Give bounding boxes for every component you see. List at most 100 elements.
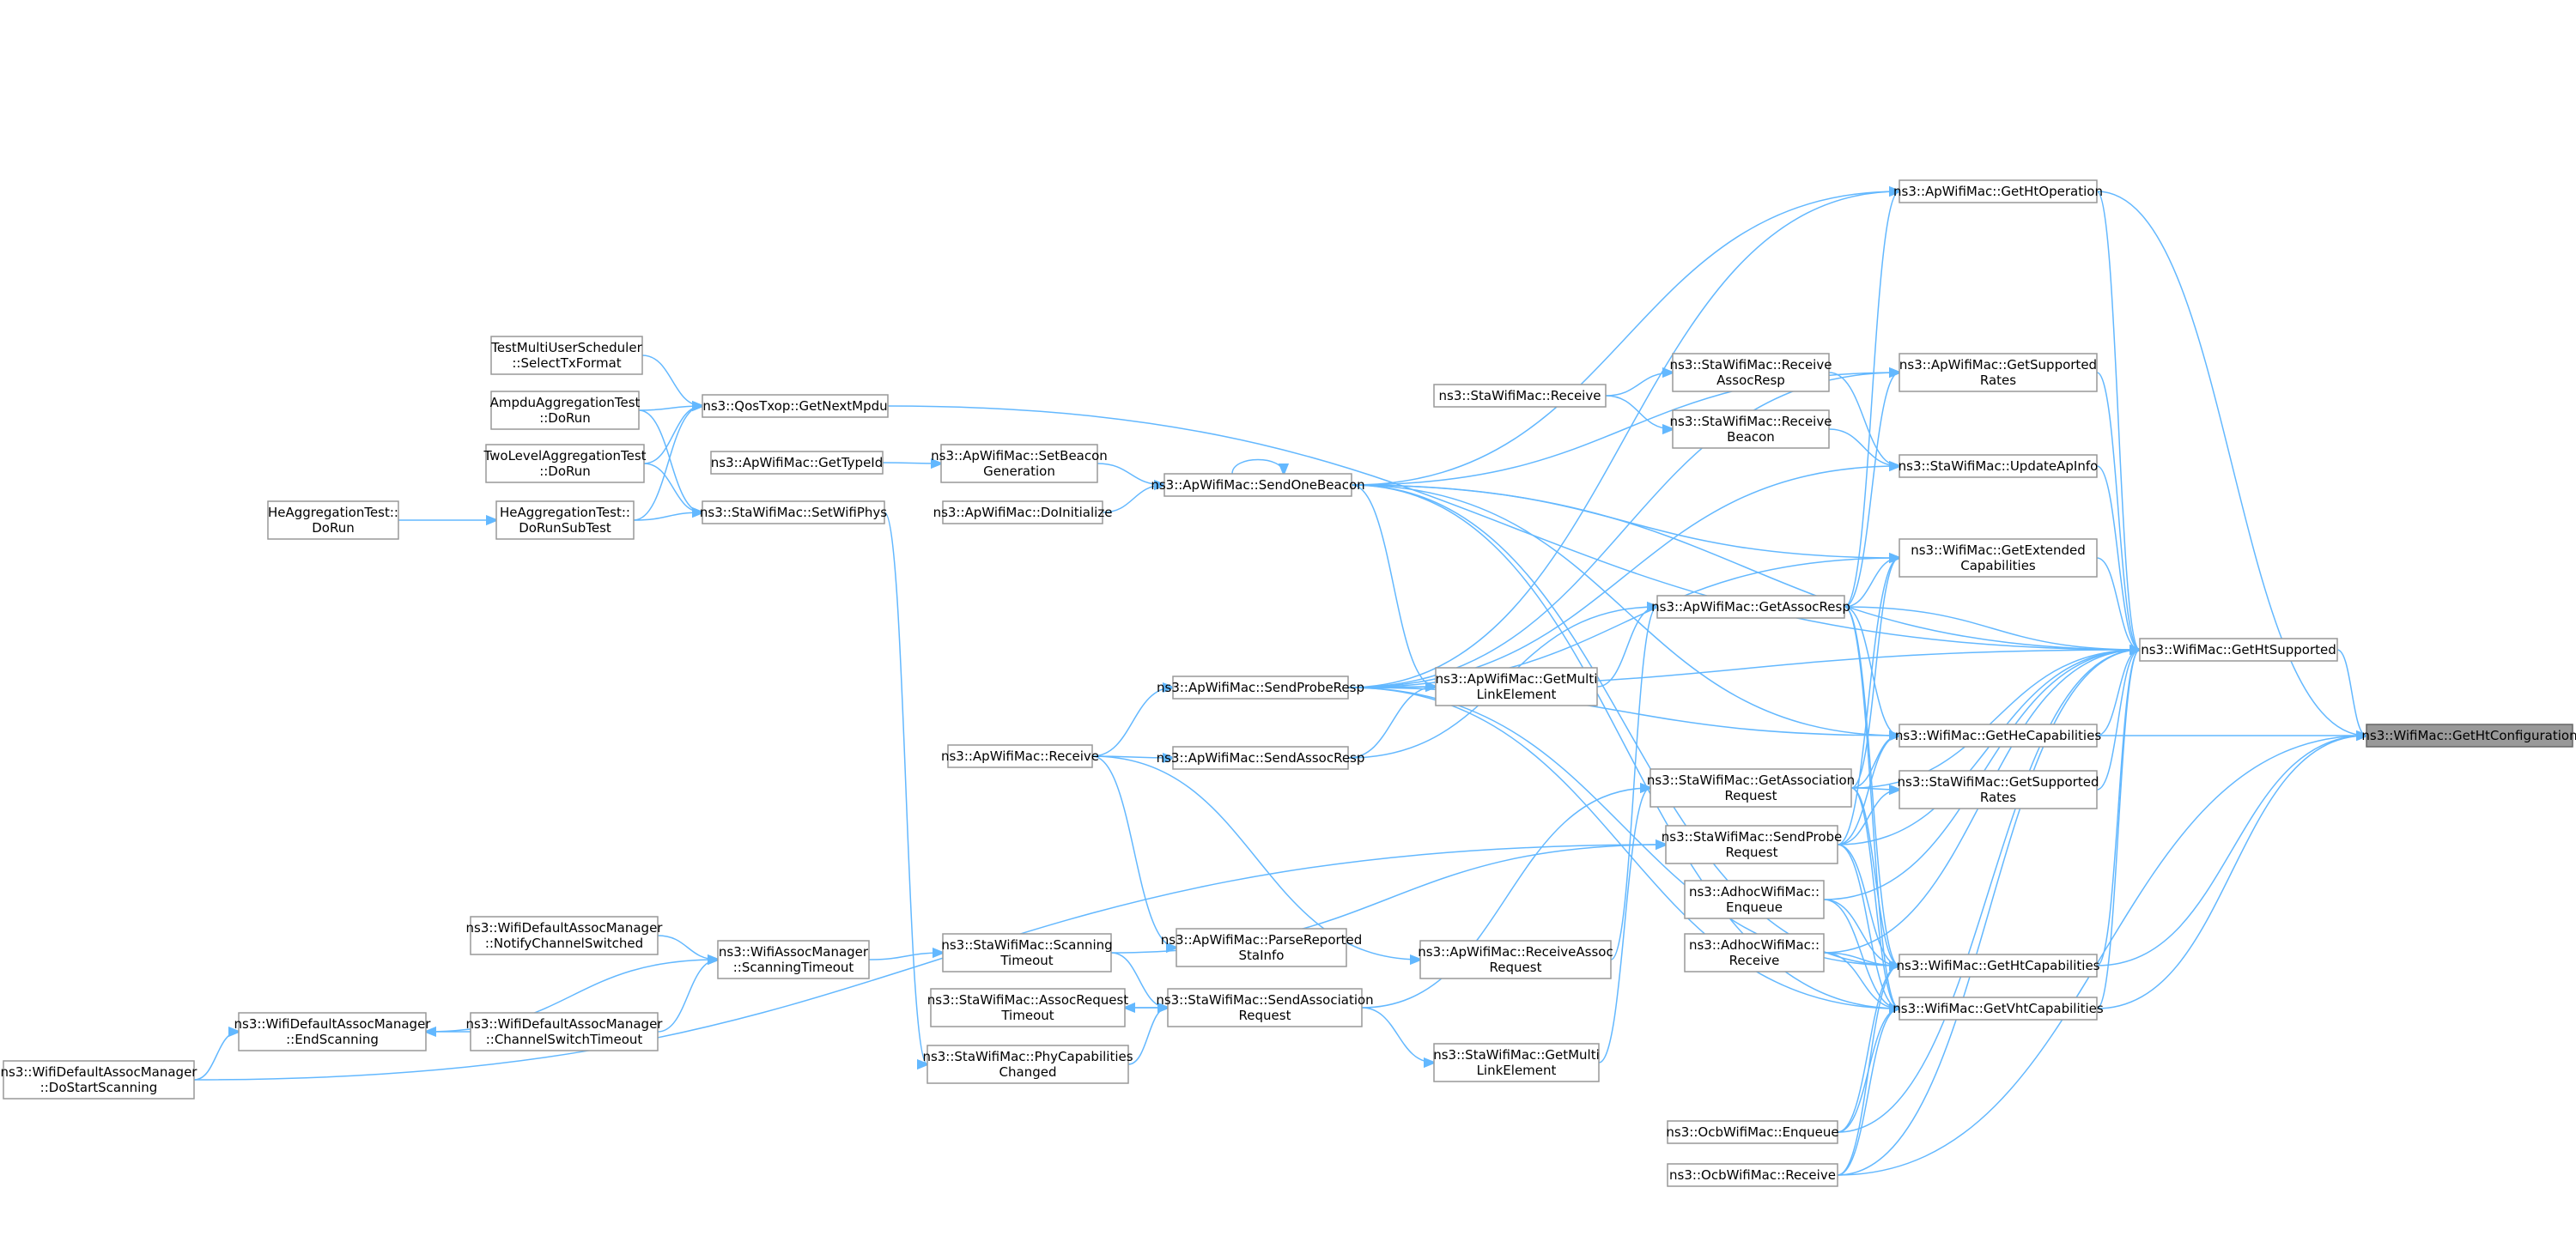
node-send-assoc-resp[interactable]: ns3::ApWifiMac::SendAssocResp: [1157, 746, 1365, 770]
node-get-ht-supported[interactable]: ns3::WifiMac::GetHtSupported: [2139, 638, 2338, 662]
node-box[interactable]: [930, 988, 1126, 1027]
node-box[interactable]: [1163, 473, 1352, 497]
node-box[interactable]: [1649, 768, 1852, 808]
node-assoc-mgr-scanning-timeout[interactable]: ns3::WifiAssocManager::ScanningTimeout: [717, 940, 870, 979]
node-end-scanning[interactable]: ns3::WifiDefaultAssocManager::EndScannin…: [234, 1012, 432, 1051]
node-box[interactable]: [1667, 1120, 1838, 1144]
node-box[interactable]: [490, 336, 643, 375]
node-do-initialize[interactable]: ns3::ApWifiMac::DoInitialize: [933, 500, 1113, 524]
node-box[interactable]: [1419, 940, 1612, 979]
node-ap-receive[interactable]: ns3::ApWifiMac::Receive: [941, 744, 1099, 768]
node-box[interactable]: [1899, 353, 2098, 392]
edge-get-assoc-resp-to-get-ht-operation: [1844, 191, 1899, 608]
node-box[interactable]: [1899, 724, 2098, 748]
node-box[interactable]: [1435, 667, 1598, 706]
node-box[interactable]: [1167, 988, 1363, 1027]
node-box[interactable]: [702, 394, 889, 418]
node-box[interactable]: [3, 1060, 195, 1100]
node-box[interactable]: [1433, 384, 1607, 408]
node-box[interactable]: [1665, 825, 1838, 864]
node-box[interactable]: [1672, 409, 1830, 449]
node-box[interactable]: [1684, 880, 1825, 919]
node-box[interactable]: [490, 391, 640, 430]
node-box[interactable]: [1172, 676, 1349, 700]
node-box[interactable]: [927, 1045, 1129, 1084]
node-update-ap-info[interactable]: ns3::StaWifiMac::UpdateApInfo: [1899, 454, 2099, 478]
node-box[interactable]: [485, 444, 645, 483]
node-box[interactable]: [470, 1012, 659, 1051]
node-select-tx-format[interactable]: TestMultiUserScheduler::SelectTxFormat: [490, 336, 643, 375]
node-channel-switch-timeout[interactable]: ns3::WifiDefaultAssocManager::ChannelSwi…: [466, 1012, 664, 1051]
node-box[interactable]: [1684, 933, 1825, 972]
node-box[interactable]: [470, 916, 659, 955]
node-box[interactable]: [495, 500, 635, 540]
node-he-do-run-sub-test[interactable]: HeAggregationTest::DoRunSubTest: [495, 500, 635, 540]
node-adhoc-receive[interactable]: ns3::AdhocWifiMac::Receive: [1684, 933, 1825, 972]
node-get-type-id[interactable]: ns3::ApWifiMac::GetTypeId: [710, 451, 884, 475]
node-box[interactable]: [702, 500, 885, 524]
node-box[interactable]: [940, 444, 1098, 483]
node-box[interactable]: [1899, 454, 2098, 478]
node-box[interactable]: [1172, 746, 1349, 770]
node-get-he-capabilities[interactable]: ns3::WifiMac::GetHeCapabilities: [1895, 724, 2102, 748]
node-box[interactable]: [1899, 538, 2098, 578]
node-notify-channel-switched[interactable]: ns3::WifiDefaultAssocManager::NotifyChan…: [466, 916, 664, 955]
node-get-ht-operation[interactable]: ns3::ApWifiMac::GetHtOperation: [1893, 179, 2103, 203]
node-send-probe-resp[interactable]: ns3::ApWifiMac::SendProbeResp: [1157, 676, 1364, 700]
node-box[interactable]: [1672, 353, 1830, 392]
node-send-one-beacon[interactable]: ns3::ApWifiMac::SendOneBeacon: [1151, 473, 1365, 497]
node-box[interactable]: [267, 500, 399, 540]
node-ocb-enqueue[interactable]: ns3::OcbWifiMac::Enqueue: [1666, 1120, 1839, 1144]
node-box[interactable]: [710, 451, 884, 475]
node-ocb-receive[interactable]: ns3::OcbWifiMac::Receive: [1667, 1163, 1838, 1187]
node-box[interactable]: [1176, 928, 1347, 967]
node-box[interactable]: [717, 940, 870, 979]
node-box[interactable]: [947, 744, 1093, 768]
node-he-do-run[interactable]: HeAggregationTest::DoRun: [267, 500, 399, 540]
node-box[interactable]: [1656, 595, 1845, 619]
node-scanning-timeout[interactable]: ns3::StaWifiMac::ScanningTimeout: [941, 933, 1113, 972]
node-adhoc-enqueue[interactable]: ns3::AdhocWifiMac::Enqueue: [1684, 880, 1825, 919]
node-do-start-scanning[interactable]: ns3::WifiDefaultAssocManager::DoStartSca…: [1, 1060, 198, 1100]
node-get-next-mpdu[interactable]: ns3::QosTxop::GetNextMpdu: [702, 394, 889, 418]
node-box[interactable]: [1433, 1043, 1600, 1082]
node-label: ns3::StaWifiMac::Receive: [1439, 388, 1601, 403]
node-box[interactable]: [942, 500, 1103, 524]
edge-send-probe-resp-to-get-ht-operation: [1347, 191, 1899, 688]
node-sta-receive[interactable]: ns3::StaWifiMac::Receive: [1433, 384, 1607, 408]
node-label: Receive: [1729, 953, 1780, 968]
node-set-wifi-phys[interactable]: ns3::StaWifiMac::SetWifiPhys: [700, 500, 887, 524]
node-box[interactable]: [1899, 770, 2098, 809]
edge-ocb-enqueue-to-get-vht-capabilities: [1837, 1009, 1899, 1133]
node-box[interactable]: [238, 1012, 427, 1051]
node-box[interactable]: [1899, 179, 2098, 203]
node-get-ht-configuration[interactable]: ns3::WifiMac::GetHtConfiguration: [2361, 724, 2576, 748]
node-box[interactable]: [2139, 638, 2338, 662]
node-ampdu-do-run[interactable]: AmpduAggregationTest::DoRun: [490, 391, 641, 430]
node-get-assoc-resp[interactable]: ns3::ApWifiMac::GetAssocResp: [1651, 595, 1850, 619]
node-box[interactable]: [2366, 724, 2573, 748]
node-get-ht-capabilities[interactable]: ns3::WifiMac::GetHtCapabilities: [1897, 954, 2100, 978]
node-get-vht-capabilities[interactable]: ns3::WifiMac::GetVhtCapabilities: [1893, 997, 2104, 1021]
node-two-level-do-run[interactable]: TwoLevelAggregationTest::DoRun: [483, 444, 647, 483]
node-box[interactable]: [942, 933, 1112, 972]
node-box[interactable]: [1899, 954, 2098, 978]
node-label: Timeout: [1000, 1008, 1054, 1023]
node-box[interactable]: [1667, 1163, 1838, 1187]
node-box[interactable]: [1899, 997, 2098, 1021]
